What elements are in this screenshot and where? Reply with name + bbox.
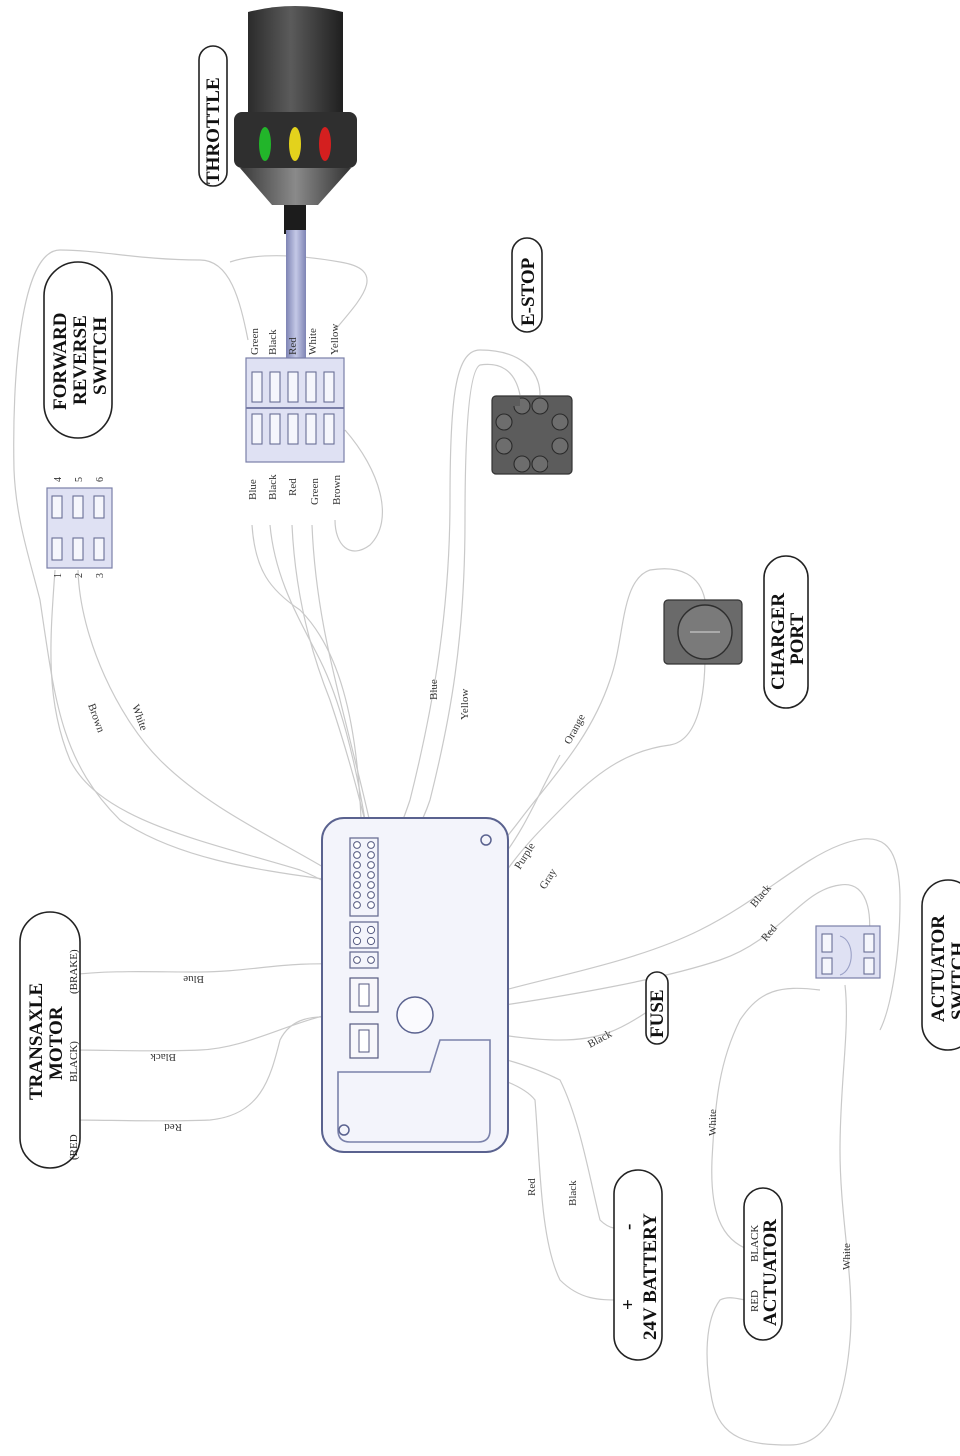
throttle-label: THROTTLE bbox=[198, 45, 228, 187]
svg-text:Red: Red bbox=[526, 1178, 538, 1196]
svg-text:2: 2 bbox=[74, 573, 85, 578]
svg-text:Black: Black bbox=[267, 329, 279, 355]
led-red bbox=[319, 127, 331, 161]
motor-controller bbox=[321, 817, 509, 1153]
transaxle-motor-label: TRANSAXLE MOTOR (RED BLACK) (BRAKE) bbox=[19, 911, 81, 1169]
svg-text:Blue: Blue bbox=[428, 679, 440, 700]
svg-text:Brown: Brown bbox=[331, 475, 343, 505]
svg-text:Green: Green bbox=[309, 478, 321, 505]
throttle-connector bbox=[245, 357, 345, 463]
svg-text:White: White bbox=[841, 1243, 853, 1270]
throttle-pin-labels-top: Green Black Red White Yellow bbox=[249, 324, 341, 355]
svg-text:Red: Red bbox=[164, 1121, 182, 1133]
svg-text:-: - bbox=[618, 1224, 639, 1230]
svg-text:3: 3 bbox=[95, 573, 106, 578]
throttle bbox=[234, 6, 357, 358]
svg-text:PORT: PORT bbox=[787, 613, 808, 665]
estop-label: E-STOP bbox=[511, 237, 543, 333]
throttle-pin-labels-bottom: Blue Black Red Green Brown bbox=[247, 474, 343, 505]
svg-text:(BRAKE): (BRAKE) bbox=[68, 949, 80, 994]
svg-text:Yellow: Yellow bbox=[329, 324, 341, 355]
svg-text:6: 6 bbox=[95, 477, 106, 482]
svg-text:Purple: Purple bbox=[512, 841, 537, 872]
charger-port-label: CHARGER PORT bbox=[763, 555, 809, 709]
svg-text:E-STOP: E-STOP bbox=[518, 257, 539, 326]
svg-text:SWITCH: SWITCH bbox=[90, 317, 111, 395]
svg-text:24V BATTERY: 24V BATTERY bbox=[640, 1213, 661, 1340]
svg-text:THROTTLE: THROTTLE bbox=[203, 77, 224, 184]
svg-text:+: + bbox=[618, 1299, 639, 1310]
svg-text:ACTUATOR: ACTUATOR bbox=[760, 1219, 781, 1326]
svg-text:White: White bbox=[707, 1109, 719, 1136]
svg-text:4: 4 bbox=[53, 477, 64, 482]
svg-text:Gray: Gray bbox=[537, 866, 559, 891]
svg-text:REVERSE: REVERSE bbox=[70, 315, 91, 405]
actuator-switch-label: ACTUATOR SWITCH bbox=[921, 879, 960, 1051]
led-yellow bbox=[289, 127, 301, 161]
svg-text:Red: Red bbox=[287, 337, 299, 355]
svg-text:Orange: Orange bbox=[562, 712, 588, 746]
svg-text:MOTOR: MOTOR bbox=[46, 1006, 67, 1080]
svg-text:5: 5 bbox=[74, 477, 85, 482]
actuator-switch bbox=[815, 925, 881, 979]
svg-text:FUSE: FUSE bbox=[647, 989, 668, 1038]
svg-text:Black: Black bbox=[267, 474, 279, 500]
battery-label: 24V BATTERY + - bbox=[613, 1169, 663, 1361]
svg-text:ACTUATOR: ACTUATOR bbox=[928, 915, 949, 1022]
svg-text:Black: Black bbox=[586, 1028, 615, 1051]
svg-text:Blue: Blue bbox=[247, 479, 259, 500]
svg-text:Brown: Brown bbox=[85, 702, 107, 735]
svg-text:BLACK): BLACK) bbox=[68, 1041, 80, 1082]
throttle-cable bbox=[286, 230, 306, 358]
svg-text:Yellow: Yellow bbox=[459, 689, 471, 720]
svg-text:FORWARD: FORWARD bbox=[50, 313, 71, 411]
svg-text:Green: Green bbox=[249, 328, 261, 355]
fwd-rev-switch: 1 2 3 4 5 6 bbox=[46, 477, 113, 578]
svg-text:CHARGER: CHARGER bbox=[768, 593, 789, 690]
estop bbox=[491, 395, 573, 475]
fuse-label: FUSE bbox=[645, 971, 669, 1045]
led-green bbox=[259, 127, 271, 161]
svg-text:1: 1 bbox=[53, 573, 64, 578]
svg-text:Black: Black bbox=[150, 1051, 176, 1063]
actuator-label: RED BLACK ACTUATOR bbox=[743, 1187, 783, 1341]
svg-text:Blue: Blue bbox=[183, 973, 204, 985]
svg-text:BLACK: BLACK bbox=[749, 1225, 761, 1262]
svg-text:Red: Red bbox=[287, 478, 299, 496]
throttle-shaft bbox=[284, 200, 306, 234]
svg-text:TRANSAXLE: TRANSAXLE bbox=[26, 983, 47, 1100]
throttle-knob bbox=[248, 6, 343, 112]
fwd-rev-switch-label: FORWARD REVERSE SWITCH bbox=[43, 261, 113, 439]
svg-text:(RED: (RED bbox=[68, 1134, 80, 1160]
svg-text:White: White bbox=[129, 703, 150, 732]
svg-text:SWITCH: SWITCH bbox=[948, 942, 960, 1020]
throttle-cone bbox=[240, 168, 351, 205]
svg-text:RED: RED bbox=[749, 1290, 761, 1312]
charger-port bbox=[663, 599, 743, 665]
svg-text:White: White bbox=[307, 328, 319, 355]
svg-text:Black: Black bbox=[567, 1180, 579, 1206]
